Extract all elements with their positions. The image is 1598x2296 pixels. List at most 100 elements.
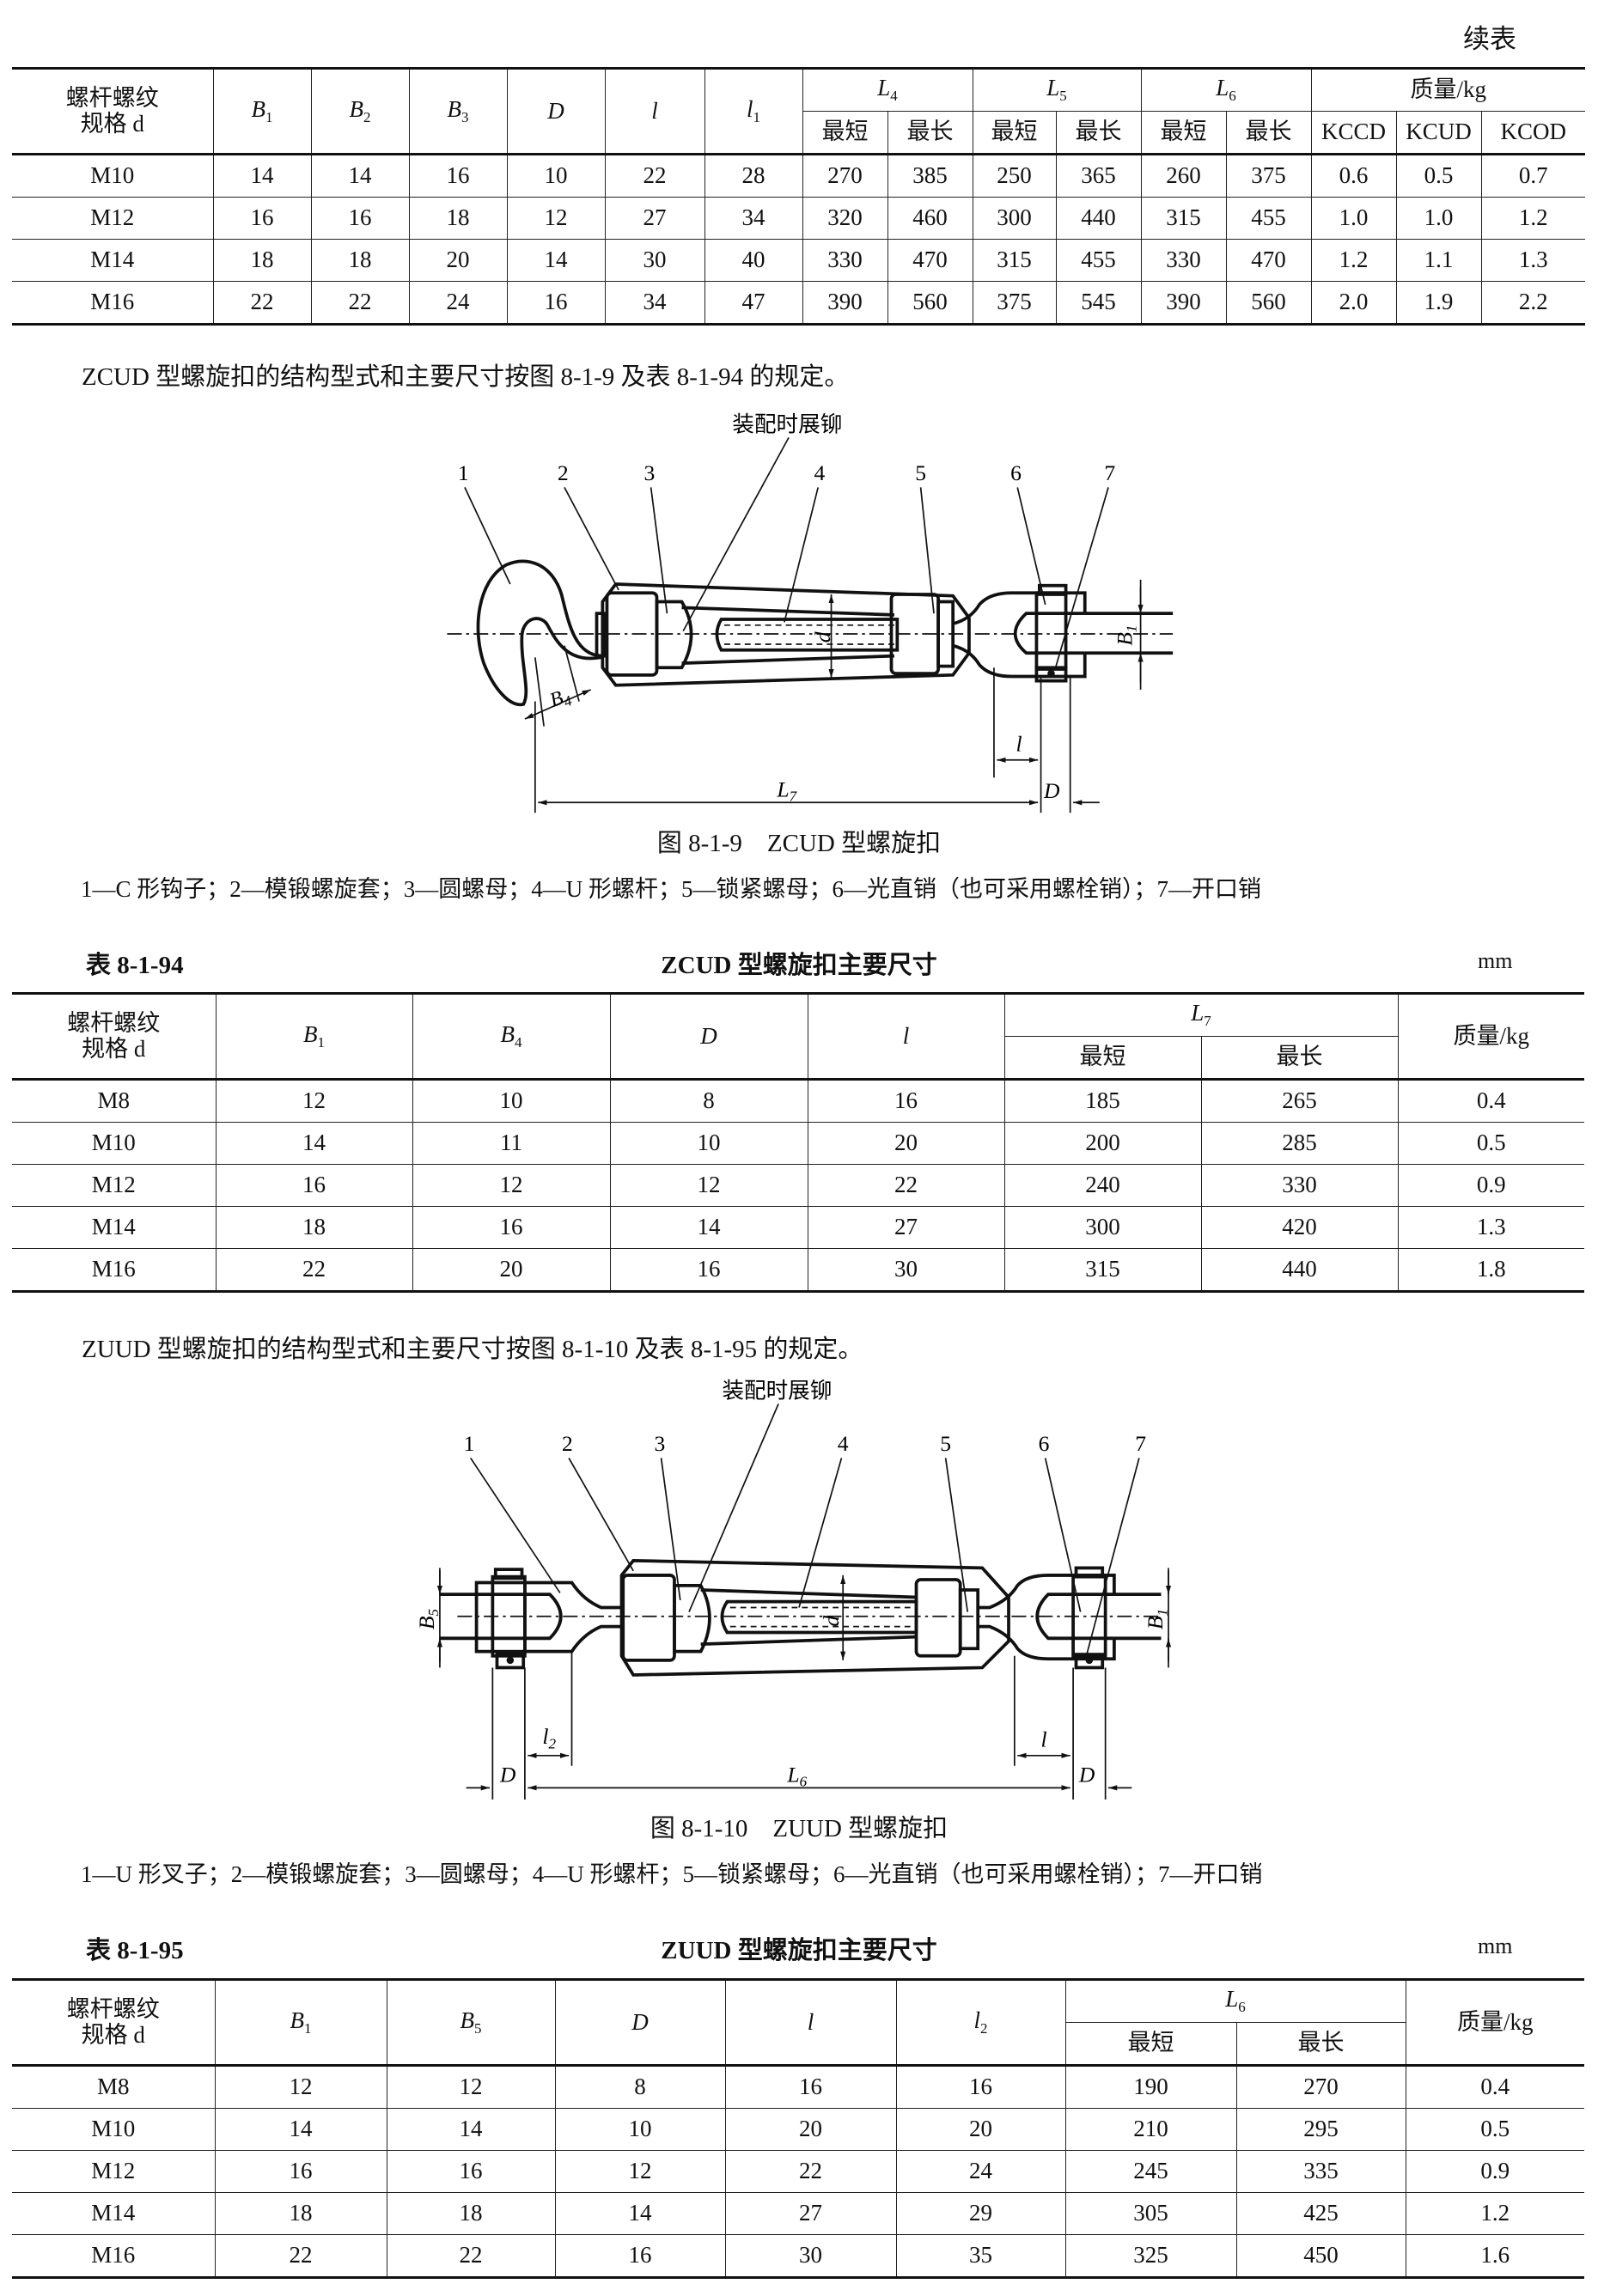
figure-caption: 图 8-1-9 ZCUD 型螺旋扣 [656, 830, 942, 857]
table-continued: 螺杆螺纹 规格 d B1 B2 B3 D l l1 L4 L5 L6 质量/kg… [12, 67, 1585, 326]
dim-b4: B4 [546, 684, 574, 714]
header-col: l [724, 1979, 897, 2067]
dim-l6: L6 [786, 1763, 807, 1790]
header-min: 最短 [802, 111, 888, 155]
table-cell: 47 [704, 281, 803, 325]
table-cell: 14 [609, 1206, 808, 1249]
table-cell: 27 [604, 197, 705, 240]
thread-spec-cell: M12 [12, 2150, 216, 2193]
dim-d-pin: D [1043, 778, 1060, 803]
header-min: 最短 [1004, 1036, 1202, 1081]
table-cell: 210 [1064, 2108, 1237, 2151]
table-cell: 0.6 [1310, 154, 1397, 198]
table-cell: 1.0 [1310, 197, 1397, 240]
table-cell: 0.7 [1480, 154, 1585, 198]
header-group: L6 [1140, 68, 1312, 112]
table-cell: 16 [310, 197, 410, 240]
header-mass-kcud: KCUD [1395, 111, 1482, 155]
table-cell: 315 [972, 239, 1057, 282]
table-cell: 1.9 [1395, 281, 1482, 325]
table-cell: 16 [215, 1164, 413, 1207]
table-cell: 24 [408, 281, 508, 325]
table-cell: 18 [408, 197, 508, 240]
round-nut [655, 600, 693, 670]
header-col: B3 [408, 68, 508, 155]
left-clevis [524, 1580, 624, 1653]
table-cell: 0.5 [1395, 154, 1482, 198]
right-clevis [978, 1574, 1116, 1661]
table-cell: 455 [1225, 197, 1312, 240]
table-cell: 265 [1200, 1079, 1399, 1123]
table-cell: 20 [412, 1248, 611, 1292]
table-cell: 375 [972, 281, 1057, 325]
figure-zcud-turnbuckle: 装配时展铆 1 2 3 4 5 6 7 B1 d B4 l L7 D [447, 412, 1174, 813]
header-col: B1 [215, 993, 413, 1081]
table-cell: 16 [554, 2234, 726, 2278]
dim-b1: B1 [1143, 1609, 1170, 1629]
table-title: ZCUD 型螺旋扣主要尺寸 [661, 952, 937, 979]
table-cell: 30 [604, 239, 705, 282]
table-cell: 24 [895, 2150, 1066, 2193]
table-cell: 12 [386, 2065, 556, 2109]
table-cell: 22 [724, 2150, 897, 2193]
thread-spec-cell: M16 [12, 1248, 217, 1292]
table-cell: 1.6 [1405, 2234, 1584, 2278]
table-cell: 545 [1055, 281, 1142, 325]
table-cell: 440 [1055, 197, 1142, 240]
callout-2: 2 [558, 460, 569, 485]
table-cell: 30 [724, 2234, 897, 2278]
header-group: L5 [972, 68, 1142, 112]
figure-zuud-turnbuckle: 装配时展铆 1 2 3 4 5 6 7 B5 B1 d [414, 1378, 1172, 1800]
table-cell: 14 [506, 239, 606, 282]
table-cell: 200 [1003, 1122, 1202, 1165]
c-hook [476, 559, 601, 707]
table-cell: 0.5 [1397, 1122, 1584, 1165]
dim-d: d [819, 1616, 844, 1627]
table-cell: 10 [609, 1122, 808, 1165]
dim-d-left: D [499, 1763, 516, 1787]
callout-1: 1 [458, 460, 469, 485]
thread-spec-cell: M12 [12, 1164, 217, 1207]
table-cell: 240 [1003, 1164, 1202, 1207]
header-mass: 质量/kg [1310, 68, 1585, 112]
header-col: l1 [704, 68, 803, 155]
callout-numbers: 1 2 3 4 5 6 7 [464, 1431, 1147, 1456]
callout-3: 3 [644, 460, 656, 485]
assembly-note: 装配时展铆 [722, 1378, 832, 1403]
header-group: L6 [1064, 1979, 1406, 2023]
thread-spec-cell: M14 [12, 1206, 217, 1249]
paragraph-zcud: ZCUD 型螺旋扣的结构型式和主要尺寸按图 8-1-9 及表 8-1-94 的规… [82, 363, 850, 391]
right-cotter-pin [1074, 1653, 1105, 1670]
header-min: 最短 [1065, 2022, 1237, 2067]
u-screw-rod [715, 618, 900, 652]
header-max: 最长 [887, 111, 973, 155]
thread-spec-cell: M12 [12, 197, 214, 240]
table-cell: 20 [807, 1122, 1005, 1165]
table-cell: 440 [1200, 1248, 1399, 1292]
header-mass-kccd: KCCD [1310, 111, 1397, 155]
figure-legend: 1—U 形叉子；2—模锻螺旋套；3—圆螺母；4—U 形螺杆；5—锁紧螺母；6—光… [81, 1861, 1263, 1887]
table-cell: 30 [807, 1248, 1005, 1292]
figure-caption: 图 8-1-10 ZUUD 型螺旋扣 [650, 1815, 948, 1842]
forged-sleeve [601, 582, 971, 687]
table-cell: 16 [609, 1248, 808, 1292]
assembly-note: 装配时展铆 [732, 412, 842, 437]
table-cell: 22 [386, 2234, 556, 2278]
table-unit: mm [1478, 1934, 1513, 1958]
table-cell: 10 [412, 1079, 611, 1123]
table-cell: 14 [212, 154, 312, 198]
table-cell: 18 [215, 1206, 413, 1249]
table-cell: 190 [1064, 2065, 1237, 2109]
table-cell: 0.9 [1397, 1164, 1584, 1207]
thread-spec-cell: M10 [12, 2108, 216, 2151]
